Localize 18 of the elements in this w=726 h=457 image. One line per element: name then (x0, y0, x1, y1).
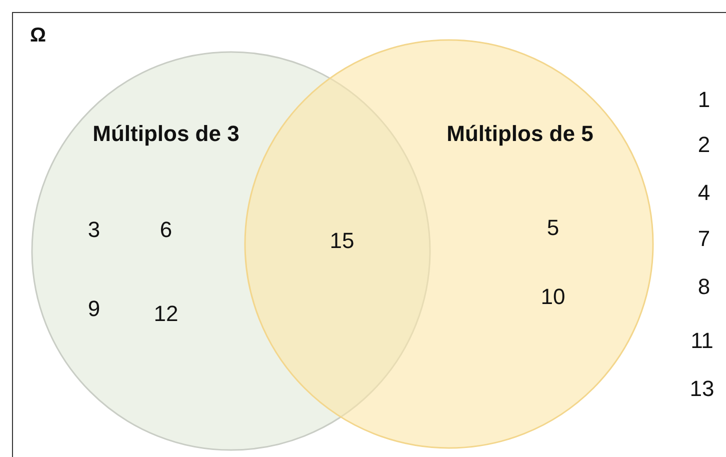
set-title: Múltiplos de 5 (446, 121, 594, 147)
universe-frame (12, 12, 726, 457)
set-title: Múltiplos de 3 (92, 121, 240, 147)
set-element: 2 (698, 132, 710, 158)
set-element: 11 (690, 328, 714, 354)
set-element: 6 (160, 217, 172, 243)
set-element: 12 (154, 301, 178, 327)
set-element: 1 (698, 87, 710, 113)
set-element: 3 (88, 217, 100, 243)
universe-symbol: Ω (30, 24, 46, 48)
set-element: 7 (698, 226, 710, 252)
set-element: 10 (540, 284, 566, 310)
set-element: 8 (698, 274, 710, 300)
set-element: 15 (330, 228, 354, 254)
set-element: 5 (546, 215, 560, 241)
set-element: 9 (88, 296, 100, 322)
set-element: 4 (698, 180, 710, 206)
set-element: 13 (690, 376, 714, 402)
